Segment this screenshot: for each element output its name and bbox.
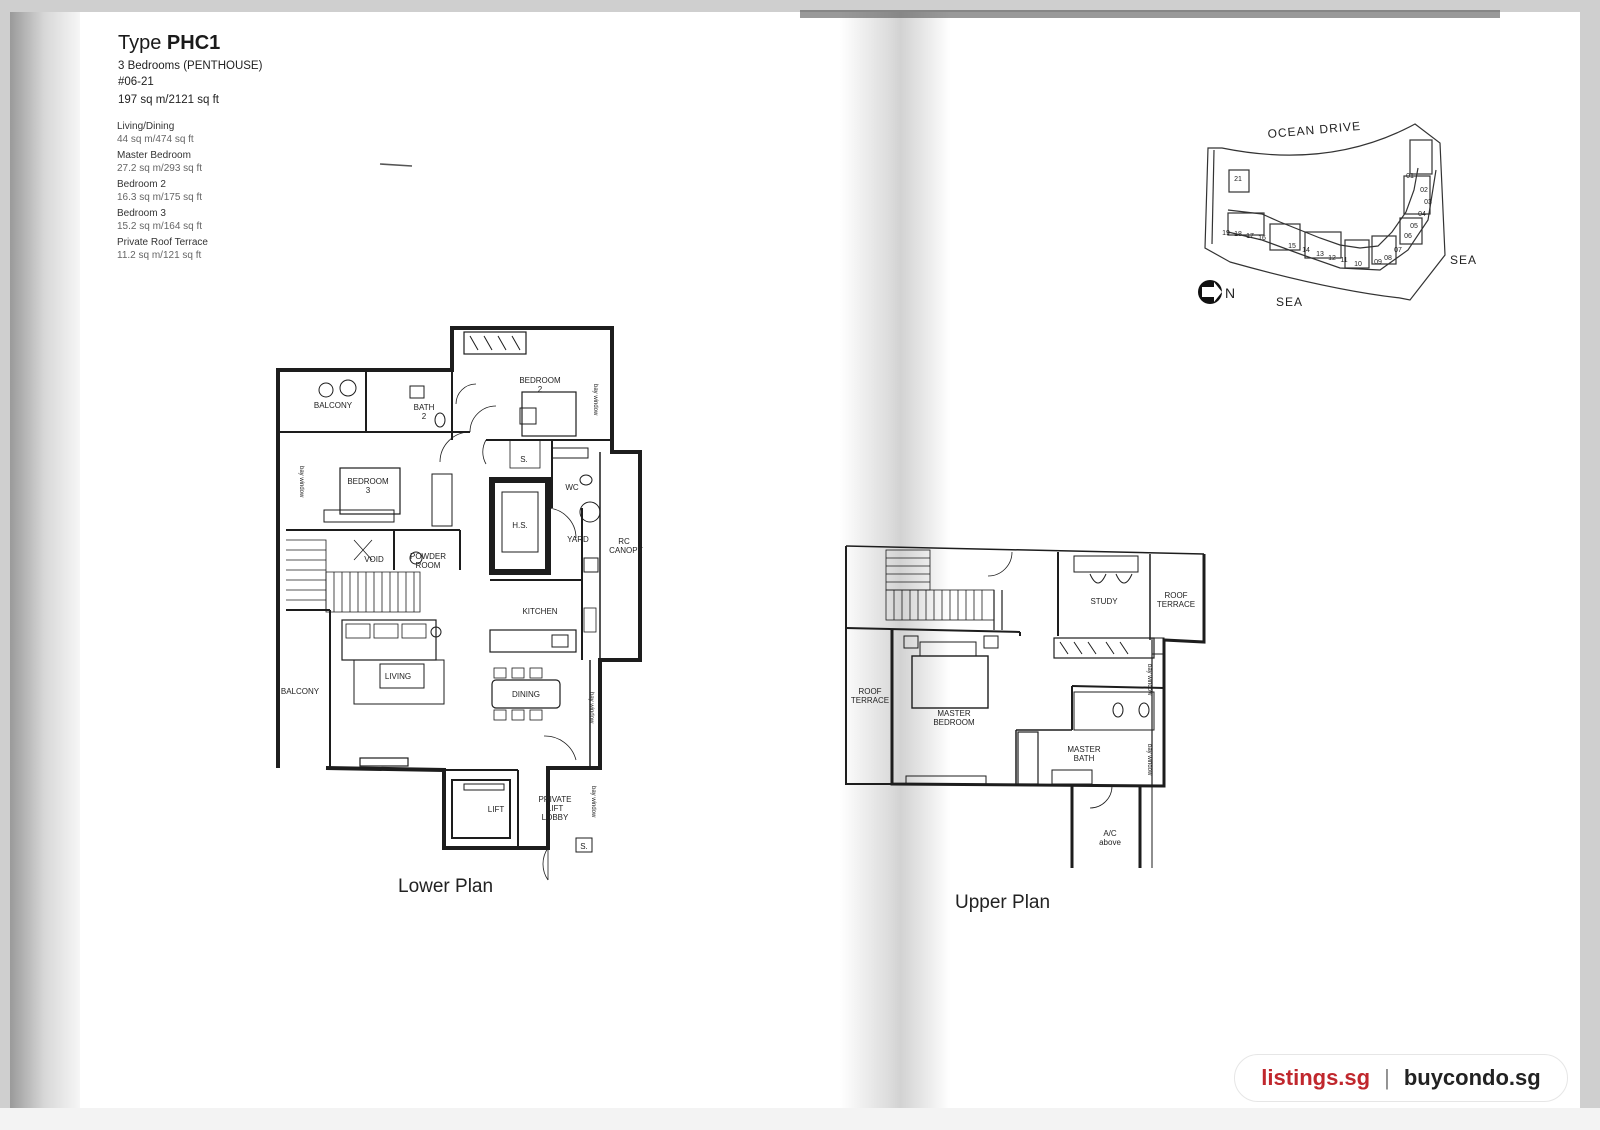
watermark-badge: listings.sg | buycondo.sg [1234,1054,1568,1102]
watermark-listings: listings.sg [1261,1065,1371,1090]
watermark-buycondo: buycondo.sg [1403,1065,1541,1090]
lower-plan-caption: Lower Plan [398,876,494,897]
unit-number: #06-21 [118,76,154,88]
unit-type-title: Type PHC1 [118,32,221,54]
upper-plan-caption: Upper Plan [955,892,1051,913]
watermark-separator: | [1384,1065,1390,1090]
bedrooms-label: 3 Bedrooms (PENTHOUSE) [118,60,263,72]
total-area: 197 sq m/2121 sq ft [118,94,220,106]
